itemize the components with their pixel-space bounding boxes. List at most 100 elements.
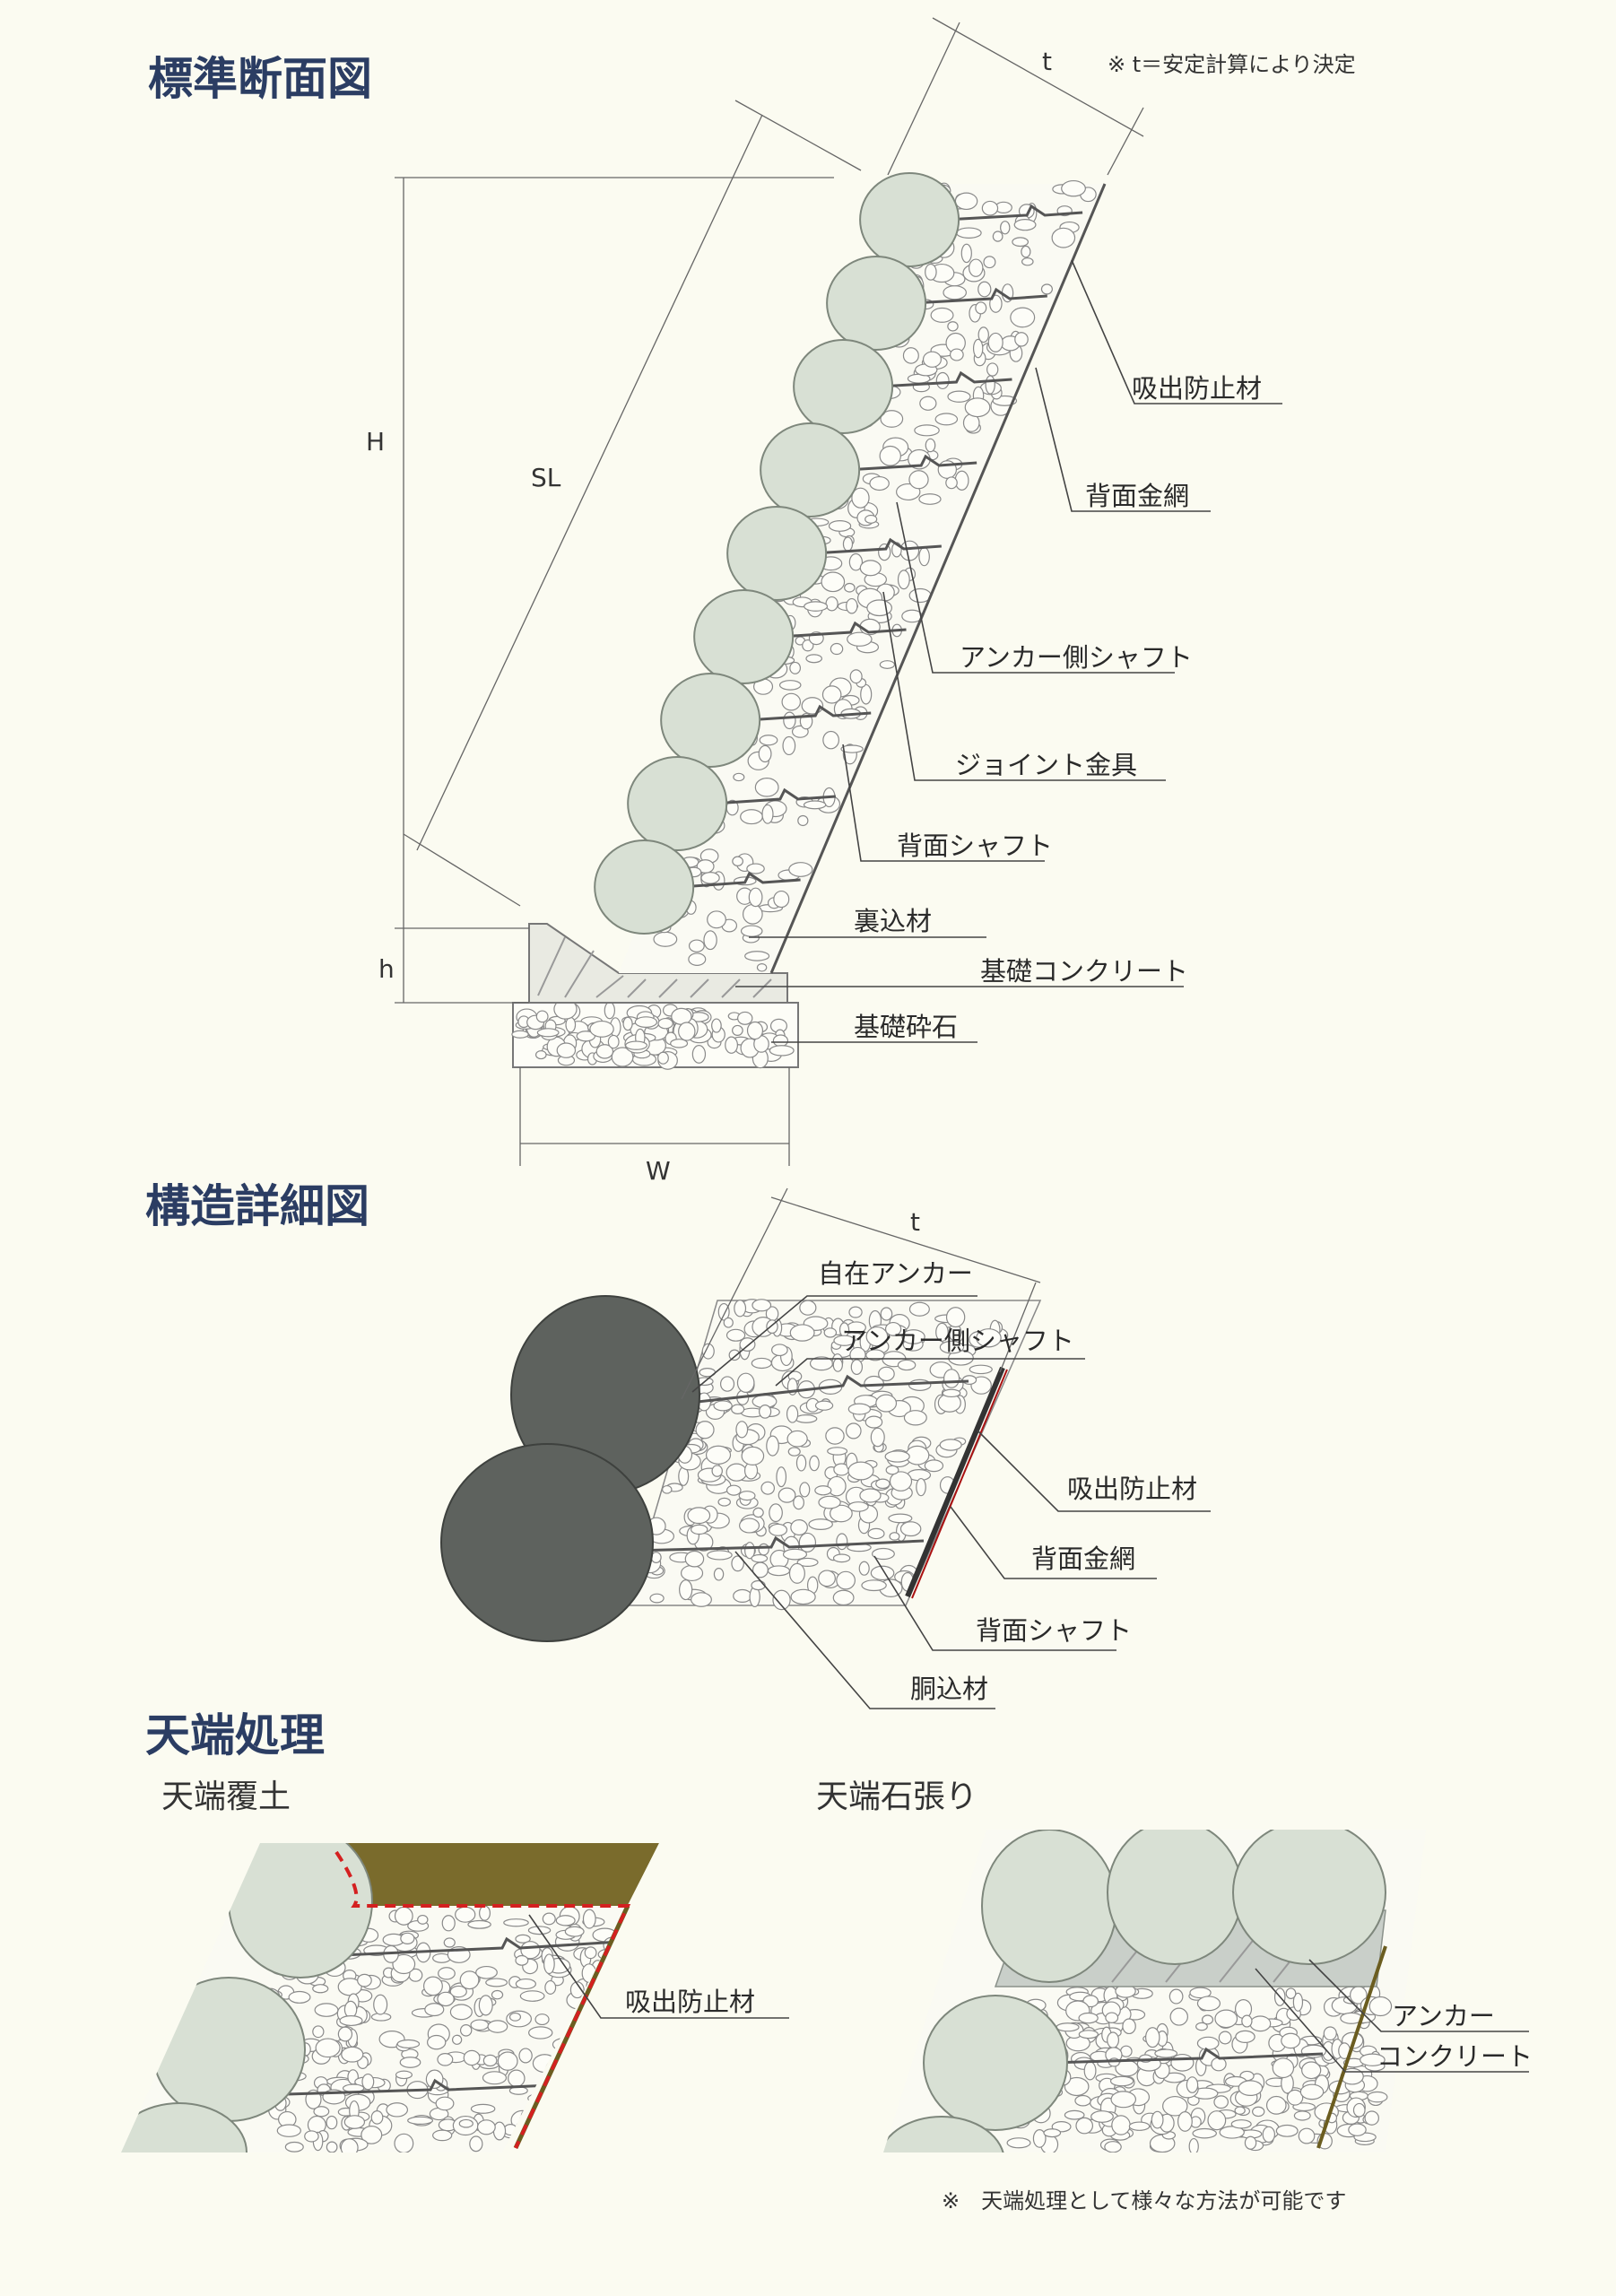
pebble — [793, 1495, 804, 1510]
pebble — [918, 493, 942, 505]
stone-top-diagram: アンカー コンクリート — [883, 1830, 1533, 2152]
pebble — [723, 1317, 734, 1328]
label-haimen-kanaami: 背面金網 — [1085, 481, 1189, 511]
pebble — [711, 1018, 722, 1033]
pebble — [908, 1378, 932, 1391]
pebble — [1364, 2110, 1379, 2126]
detail-boulder-lower — [440, 1443, 654, 1642]
pebble — [314, 2003, 339, 2017]
pebble — [732, 856, 744, 866]
pebble — [731, 1555, 744, 1572]
pebble — [972, 338, 984, 359]
pebble — [690, 1524, 708, 1535]
pebble — [607, 1034, 620, 1049]
pebble — [964, 397, 991, 418]
pebble — [1252, 2106, 1265, 2118]
pebble — [860, 683, 873, 705]
pebble — [343, 2115, 366, 2129]
pebble — [919, 396, 937, 411]
pebble — [879, 660, 896, 669]
stone-title: 天端石張り — [816, 1779, 977, 1815]
pebble — [751, 1579, 766, 1591]
pebble — [600, 1999, 624, 2016]
pebble — [1154, 2048, 1178, 2058]
pebble — [754, 778, 779, 797]
concrete-hatching — [537, 936, 772, 998]
pebble — [1032, 2129, 1047, 2148]
pebble — [949, 348, 964, 361]
pebble — [581, 2115, 595, 2131]
pebble — [897, 570, 910, 590]
pebble — [528, 2026, 553, 2039]
pebble — [739, 1337, 756, 1352]
pebble — [897, 1359, 917, 1371]
pebble — [485, 1978, 508, 1987]
pebble — [865, 1349, 885, 1361]
pebble — [832, 1589, 855, 1606]
pebble — [954, 470, 969, 491]
pebble — [596, 1974, 611, 1995]
pebble — [518, 2048, 533, 2064]
pebble — [1078, 2012, 1099, 2024]
boulder — [760, 422, 861, 517]
pebble — [847, 1461, 874, 1481]
pebble — [751, 1553, 769, 1563]
pebble — [467, 1919, 491, 1929]
pebble — [696, 859, 715, 874]
pebble — [796, 1557, 819, 1567]
pebble — [735, 1421, 749, 1439]
pebble — [847, 1403, 872, 1415]
pebble — [769, 1503, 783, 1523]
pebble — [361, 2073, 375, 2091]
pebble — [746, 1021, 764, 1040]
pebble — [576, 2089, 601, 2101]
pebble — [572, 2092, 591, 2114]
pebble — [341, 2046, 364, 2063]
pebble — [756, 963, 768, 972]
heading-standard-section: 標準断面図 — [148, 53, 372, 105]
pebble — [797, 814, 809, 827]
detail-upper-shaft — [681, 1374, 969, 1405]
pebble — [449, 2004, 473, 2021]
pebble — [734, 1300, 747, 1318]
soil-label-suidashi: 吸出防止材 — [625, 1987, 755, 2017]
pebble — [1064, 2109, 1085, 2120]
pebble — [476, 2119, 496, 2135]
pebble — [424, 2003, 445, 2017]
pebble — [1186, 2076, 1199, 2093]
pebble — [992, 230, 1003, 242]
pebble — [842, 536, 854, 552]
pebble — [848, 552, 864, 571]
pebble — [565, 2100, 578, 2111]
pebble — [744, 951, 770, 961]
pebble — [1281, 2032, 1301, 2049]
pebble — [942, 1388, 961, 1398]
pebble — [542, 1912, 556, 1926]
pebble — [1177, 2111, 1193, 2132]
pebble — [975, 301, 987, 315]
structure-detail-diagram: t 自在アンカー アンカー側シャフト 吸出防止材 背面金網 背面シャフト 胴込材 — [440, 1187, 1211, 1709]
pebble — [586, 2109, 612, 2129]
pebble — [1238, 2080, 1264, 2096]
pebble — [803, 800, 827, 810]
pebble — [849, 669, 863, 684]
pebble — [511, 1030, 529, 1039]
pebble — [475, 1965, 498, 1979]
pebble — [557, 2137, 578, 2152]
pebble — [859, 560, 882, 577]
pebble — [778, 1487, 796, 1503]
pebble — [925, 263, 937, 281]
stone-label-anchor: アンカー — [1392, 2001, 1495, 2031]
pebble — [901, 1329, 925, 1344]
pebble — [1162, 2095, 1188, 2117]
pebble — [823, 1327, 838, 1338]
pebble — [789, 1324, 815, 1342]
pebble — [782, 735, 796, 756]
standard-shafts — [680, 204, 1083, 889]
pebble — [725, 1463, 748, 1482]
pebble — [1348, 2123, 1367, 2136]
pebble — [713, 1400, 733, 1412]
pebble — [492, 2121, 507, 2141]
pebble — [977, 281, 992, 298]
pebble — [832, 1358, 843, 1372]
